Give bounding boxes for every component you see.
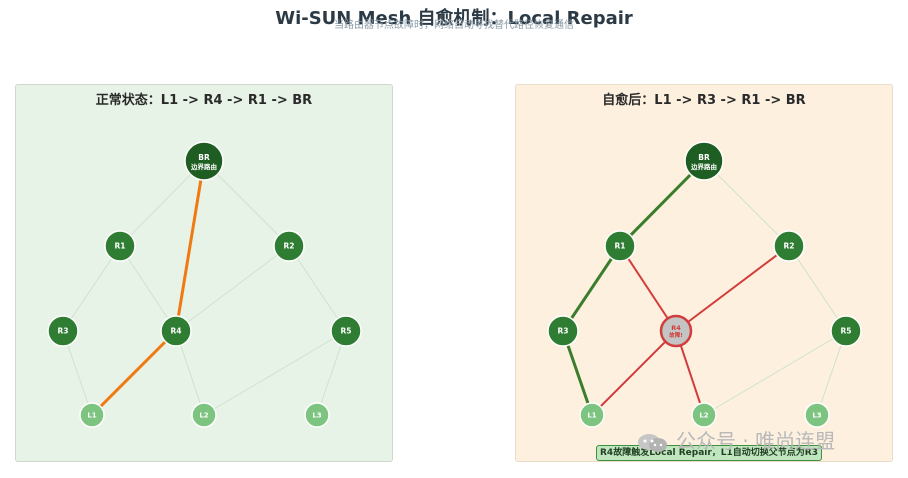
node-label-l3: L3: [312, 412, 321, 420]
node-label-r4: R4: [171, 327, 182, 336]
mesh-link-br-r2: [703, 160, 790, 247]
node-circle-l1: [579, 402, 605, 428]
node-r4: R4: [160, 315, 192, 347]
page-subtitle: 当路由器节点故障时，网络自动寻找替代路径恢复通信: [334, 20, 574, 31]
node-label-r3: R3: [558, 327, 569, 336]
node-l1: L1: [579, 402, 605, 428]
wechat-icon: [636, 432, 670, 454]
node-circle-l2: [691, 402, 717, 428]
node-label-r5: R5: [841, 327, 852, 336]
node-circle-r1: [104, 230, 136, 262]
active-link-br-r1: [618, 159, 706, 248]
node-r1: R1: [104, 230, 136, 262]
node-label-br: BR: [198, 153, 210, 162]
node-r5: R5: [830, 315, 862, 347]
node-circle-r2: [773, 230, 805, 262]
node-label-l1: L1: [587, 412, 596, 420]
node-r3: R3: [547, 315, 579, 347]
node-label-l3: L3: [812, 412, 821, 420]
node-r3: R3: [47, 315, 79, 347]
watermark-text: 公众号 · 唯尚连盟: [676, 429, 836, 453]
active-link-r4-br: [174, 159, 206, 333]
node-circle-l2: [191, 402, 217, 428]
mesh-link-br-r2: [203, 160, 290, 247]
node-r1: R1: [604, 230, 636, 262]
node-r2: R2: [273, 230, 305, 262]
self-healed-title: 自愈后：L1 -> R3 -> R1 -> BR: [602, 93, 806, 108]
node-circle-l1: [79, 402, 105, 428]
node-sublabel-br: 边界路由: [690, 162, 717, 171]
node-l1: L1: [79, 402, 105, 428]
node-circle-r2: [273, 230, 305, 262]
mesh-link-r2-r4: [175, 245, 290, 332]
node-l3: L3: [304, 402, 330, 428]
node-label-r1: R1: [115, 242, 126, 251]
node-circle-br: [684, 141, 724, 181]
node-label-r1: R1: [615, 242, 626, 251]
node-label-l2: L2: [199, 412, 208, 420]
node-circle-br: [184, 141, 224, 181]
failed-label: 故障!: [669, 331, 683, 339]
node-circle-r3: [47, 315, 79, 347]
mesh-link-r1-r3: [62, 245, 121, 332]
broken-link-r1-r4: [619, 245, 677, 332]
node-label-r2: R2: [284, 242, 295, 251]
node-label-r2: R2: [784, 242, 795, 251]
node-circle-r4: [160, 315, 192, 347]
mesh-link-r5-l2: [203, 330, 347, 416]
page-title: Wi-SUN Mesh 自愈机制：Local Repair: [275, 8, 633, 29]
node-circle-r4: [659, 314, 693, 348]
node-l3: L3: [804, 402, 830, 428]
normal-state-title: 正常状态：L1 -> R4 -> R1 -> BR: [95, 93, 313, 108]
mesh-link-r1-r4: [119, 245, 177, 332]
node-circle-r5: [830, 315, 862, 347]
mesh-link-r2-r5: [288, 245, 347, 332]
node-circle-r1: [604, 230, 636, 262]
node-l2: L2: [691, 402, 717, 428]
broken-link-r4-l1: [591, 330, 677, 416]
node-label-l2: L2: [699, 412, 708, 420]
mesh-link-br-r1: [119, 160, 205, 247]
node-r5: R5: [330, 315, 362, 347]
node-label-r5: R5: [341, 327, 352, 336]
node-label-r3: R3: [58, 327, 69, 336]
node-l2: L2: [191, 402, 217, 428]
node-label-l1: L1: [87, 412, 96, 420]
mesh-link-r5-l2: [703, 330, 847, 416]
node-sublabel-br: 边界路由: [190, 162, 217, 171]
active-link-r1-r3: [561, 244, 622, 333]
active-link-l1-r4: [90, 329, 178, 417]
node-label-r4: R4: [671, 324, 681, 332]
node-label-br: BR: [698, 153, 710, 162]
node-circle-r5: [330, 315, 362, 347]
node-circle-r3: [547, 315, 579, 347]
node-circle-l3: [804, 402, 830, 428]
node-circle-l3: [304, 402, 330, 428]
node-r4: R4故障!: [659, 314, 693, 348]
node-r2: R2: [773, 230, 805, 262]
mesh-link-r2-r5: [788, 245, 847, 332]
broken-link-r2-r4: [675, 245, 790, 332]
watermark: 公众号 · 唯尚连盟: [636, 428, 835, 454]
